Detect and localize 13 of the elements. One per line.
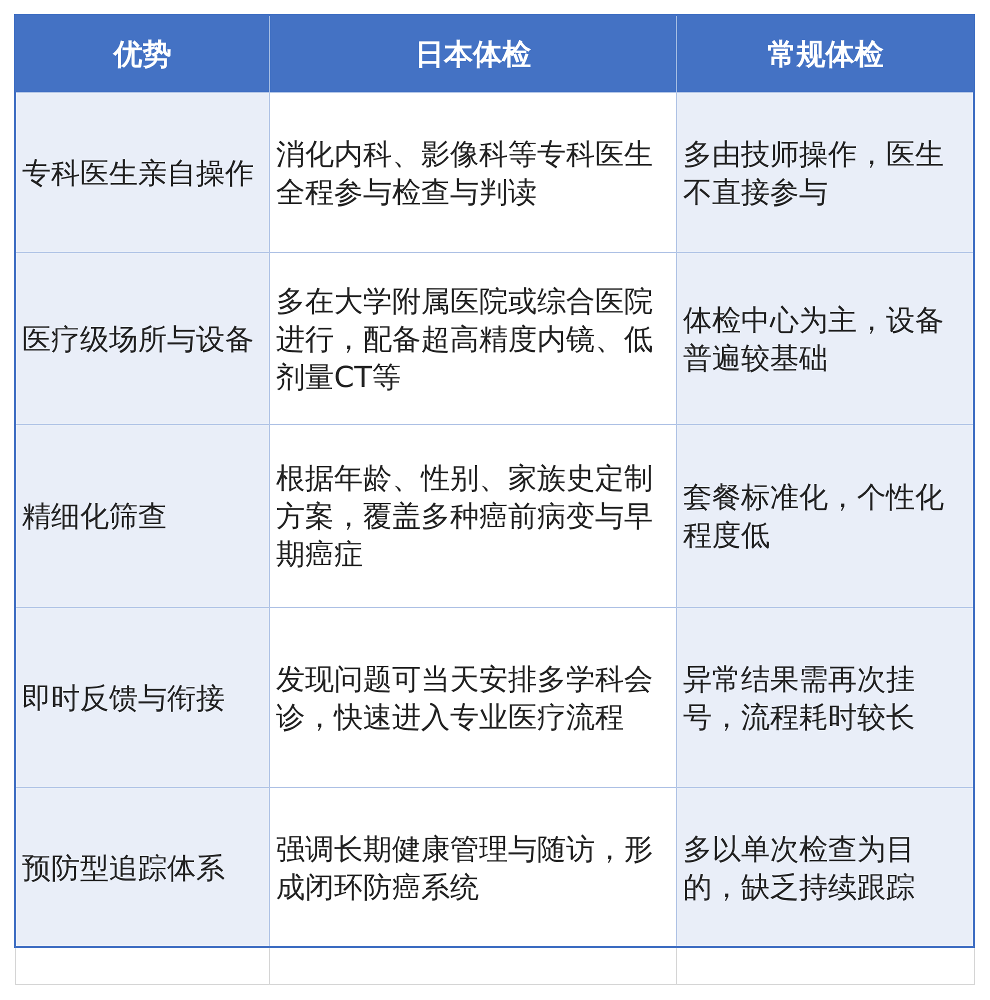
table-cell: 异常结果需再次挂号，流程耗时较长 <box>676 607 975 788</box>
header-cell: 日本体检 <box>269 15 677 93</box>
table-cell: 医疗级场所与设备 <box>15 252 270 425</box>
table-cell: 多以单次检查为目的，缺乏持续跟踪 <box>676 787 975 948</box>
header-cell: 优势 <box>15 15 270 93</box>
table-cell: 精细化筛查 <box>15 424 270 608</box>
table-cell: 专科医生亲自操作 <box>15 92 270 253</box>
table-cell: 即时反馈与衔接 <box>15 607 270 788</box>
table-cell: 多由技师操作，医生不直接参与 <box>676 92 975 253</box>
header-cell: 常规体检 <box>676 15 975 93</box>
table-cell: 体检中心为主，设备普遍较基础 <box>676 252 975 425</box>
table-cell: 套餐标准化，个性化程度低 <box>676 424 975 608</box>
table-cell: 预防型追踪体系 <box>15 787 270 948</box>
